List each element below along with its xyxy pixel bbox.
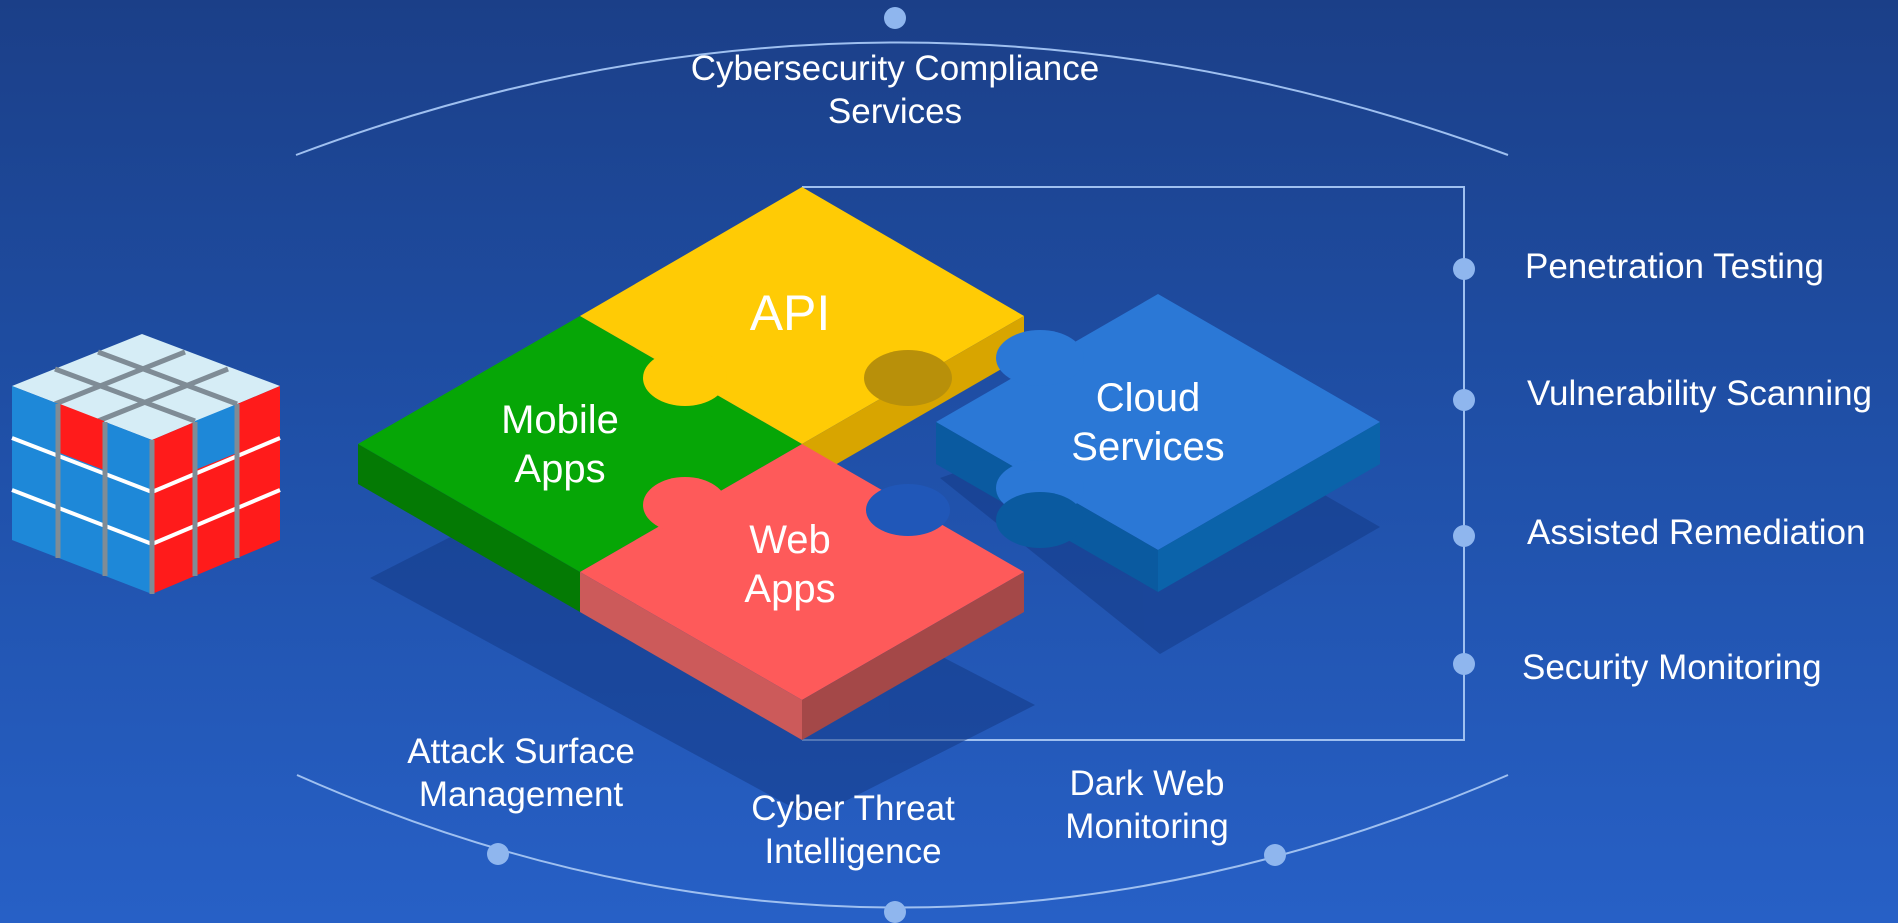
cloud-label-line-1: Cloud [1095,376,1201,420]
web-label-line-1: Web [749,518,831,562]
side-dot-2 [1453,389,1475,411]
cyber-threat-line-1: Cyber Threat [751,789,955,828]
top-label: Cybersecurity Compliance Services [691,48,1099,133]
side-bracket-line [802,186,1465,741]
dark-web-label: Dark Web Monitoring [1065,763,1228,848]
cyber-threat-line-2: Intelligence [764,831,942,871]
web-label-line-2: Apps [744,566,836,611]
side-dot-3 [1453,525,1475,547]
puzzle-piece-web [580,444,1024,740]
top-orbit-arc [295,41,1509,156]
orbit-dot-bottom-right [1264,844,1286,866]
orbit-dot-bottom-left [487,843,509,865]
attack-surface-label: Attack Surface Management [407,731,635,816]
top-label-line-1: Cybersecurity Compliance [690,49,1100,88]
rubiks-cube-icon [11,334,281,594]
dark-web-line-1: Dark Web [1069,764,1225,803]
side-dot-4 [1453,653,1475,675]
cloud-services-label: Cloud Services [1071,374,1224,472]
api-label: API [749,285,831,341]
orbit-dot-top [884,7,906,29]
top-label-line-2: Services [827,91,963,131]
orbit-dot-bottom [884,901,906,923]
side-dot-1 [1453,258,1475,280]
cyber-threat-label: Cyber Threat Intelligence [751,788,955,873]
mobile-label-line-1: Mobile [501,398,619,442]
cloud-label-line-2: Services [1071,424,1225,469]
side-item-security-monitoring: Security Monitoring [1522,648,1822,687]
mobile-apps-label: Mobile Apps [501,396,619,494]
side-item-vulnerability-scanning: Vulnerability Scanning [1527,374,1873,413]
mobile-label-line-2: Apps [514,446,606,491]
attack-surface-line-2: Management [418,774,624,814]
dark-web-line-2: Monitoring [1065,806,1229,846]
attack-surface-line-1: Attack Surface [407,732,635,771]
puzzle-piece-api [580,187,1024,484]
side-item-assisted-remediation: Assisted Remediation [1527,513,1866,552]
side-item-penetration-testing: Penetration Testing [1525,247,1825,286]
web-apps-label: Web Apps [744,516,835,614]
puzzle-piece-cloud [936,294,1380,592]
